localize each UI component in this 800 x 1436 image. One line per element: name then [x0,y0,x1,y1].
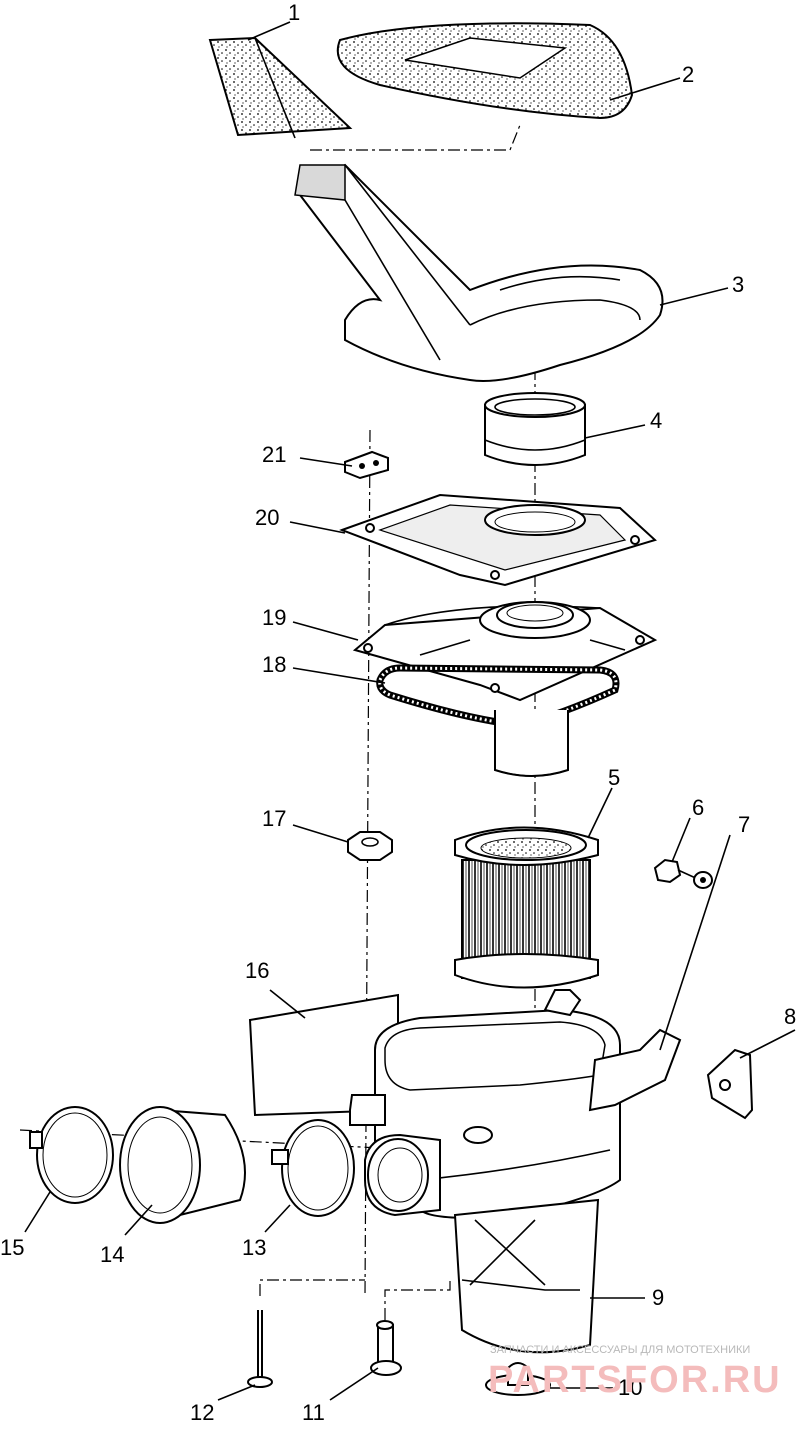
part-6-bolt [653,858,701,884]
part-19-housing-lid [352,601,658,702]
part-12-bolt [247,1310,273,1388]
callout-14: 14 [100,1242,124,1267]
callout-19: 19 [262,605,286,630]
part-20-top-plate [339,493,657,587]
fitting-11-axis [384,1280,451,1320]
part-11-fitting [370,1320,402,1376]
callout-5: 5 [608,765,620,790]
part-15-clamp [29,1106,114,1204]
callout-6: 6 [692,795,704,820]
callout-17: 17 [262,806,286,831]
part-9-lower-sump [453,1198,600,1354]
part-4-boot [484,392,586,466]
callout-1: 1 [288,0,300,25]
part-2-foam-frame [336,22,634,120]
callout-9: 9 [652,1285,664,1310]
part-13-clamp [271,1119,355,1217]
callout-2: 2 [682,62,694,87]
watermark-brand: PARTSFOR.RU [488,1359,782,1401]
callout-15: 15 [0,1235,24,1260]
part-1-foam-wedge [208,36,353,139]
part-14-coupler [119,1106,246,1224]
foam-axis-line [310,124,521,151]
part-3-intake-cover [294,163,664,382]
part-21-clip [344,450,389,480]
bolt-axis-line [364,429,371,1296]
watermark-tagline: ЗАПЧАСТИ И АКСЕССУАРЫ ДЛЯ МОТОТЕХНИКИ [490,1344,750,1356]
part-17-nut [347,831,393,861]
callout-16: 16 [245,958,269,983]
callout-4: 4 [650,408,662,433]
outlet-tube [494,710,569,777]
callout-11: 11 [302,1400,325,1425]
part-8-bracket [706,1048,754,1120]
callout-10: 10 [618,1375,642,1400]
leader-lines [24,21,796,1401]
air-box-housing [349,989,682,1220]
callout-13: 13 [242,1235,266,1260]
callout-18: 18 [262,652,286,677]
callout-8: 8 [784,1004,796,1029]
callout-3: 3 [732,272,744,297]
callout-21: 21 [262,442,286,467]
callout-20: 20 [255,505,279,530]
callout-7: 7 [738,812,750,837]
bolt-12-axis [259,1279,365,1296]
callout-12: 12 [190,1400,214,1425]
part-5-filter-element [454,826,599,989]
part-10-drain-valve [485,1362,551,1396]
part-7-washer [693,871,713,889]
